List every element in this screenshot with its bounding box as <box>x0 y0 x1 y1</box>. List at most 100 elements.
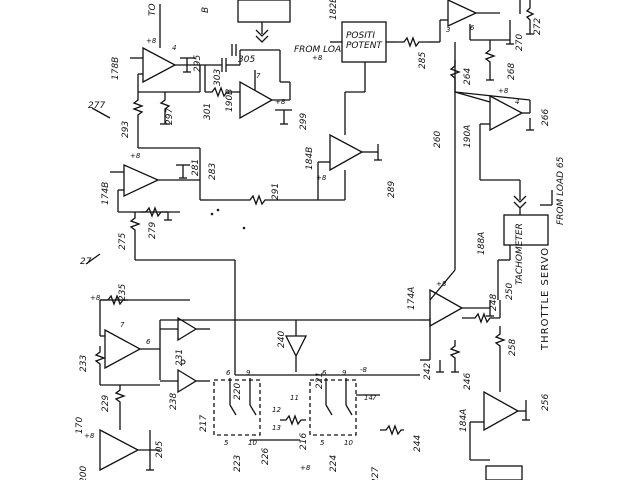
label-from-load-lower: FROM LOAD 65 <box>556 156 566 225</box>
pin-plus8-bl: +8 <box>84 432 95 440</box>
label-potent: POTENT <box>346 41 383 51</box>
buffer-238 <box>177 368 198 394</box>
pin-6-top: 6 <box>470 24 475 32</box>
label-289: 289 <box>387 181 397 198</box>
pin-7-190B: 7 <box>256 72 261 80</box>
label-305: 305 <box>238 55 255 65</box>
pin-9-s224: 9 <box>342 369 347 377</box>
label-248: 248 <box>489 294 499 311</box>
label-268: 268 <box>507 63 517 80</box>
amplifier-184B: 184B <box>305 133 364 172</box>
amplifier-190A: 190A <box>463 94 524 148</box>
pin-plus8-pot: +8 <box>312 54 323 62</box>
label-220: 220 <box>233 383 243 400</box>
label-235: 235 <box>118 284 128 301</box>
label-299: 299 <box>299 113 309 130</box>
label-27: 27 <box>80 257 92 267</box>
label-positi: POSITI <box>346 31 375 41</box>
amplifier-174B: 174B <box>101 164 160 205</box>
label-178B: 178B <box>111 57 121 80</box>
label-200: 200 <box>79 466 89 480</box>
label-244: 244 <box>413 435 423 452</box>
pin-10-s224: 10 <box>344 439 353 447</box>
pin-5-s223: 5 <box>224 439 229 447</box>
label-226: 226 <box>261 448 271 465</box>
label-301: 301 <box>203 103 213 120</box>
label-to: TO <box>148 3 158 16</box>
pin-plus8-226: +8 <box>300 464 311 472</box>
label-205: 205 <box>155 441 165 458</box>
potentiometer-block <box>341 21 387 63</box>
pin-11: 11 <box>290 394 299 402</box>
label-275: 275 <box>118 233 128 250</box>
amplifier-top-right <box>447 0 478 28</box>
label-174B: 174B <box>101 182 111 205</box>
label-285: 285 <box>418 52 428 69</box>
pin-13-a: 13 <box>272 424 281 432</box>
label-242: 242 <box>423 363 433 380</box>
block-bottom <box>485 465 523 480</box>
label-266: 266 <box>541 109 551 126</box>
label-229: 229 <box>101 395 111 412</box>
label-279: 279 <box>148 222 158 239</box>
label-277: 277 <box>88 101 105 111</box>
pin-7-s224: 7 <box>372 394 377 402</box>
label-260: 260 <box>433 131 443 148</box>
label-258: 258 <box>508 339 518 356</box>
pin-6-mid: 6 <box>146 338 151 346</box>
label-from-load-upper: FROM LOAD 6 <box>294 45 357 55</box>
label-240: 240 <box>277 331 287 348</box>
amplifier-bottom-left <box>99 428 140 472</box>
pin-12-a: 12 <box>272 406 281 414</box>
label-270: 270 <box>515 34 525 51</box>
label-throttle-servo: THROTTLE SERVO <box>540 247 551 351</box>
pin-3-top: 3 <box>446 26 450 34</box>
label-246: 246 <box>463 373 473 390</box>
label-190B: 190B <box>225 89 235 112</box>
label-174A: 174A <box>407 287 417 310</box>
label-264: 264 <box>463 68 473 85</box>
label-190A: 190A <box>463 125 473 148</box>
label-303: 303 <box>213 69 223 86</box>
pin-plus8-190B: +8 <box>275 98 286 106</box>
label-tachometer: TACHOMETER <box>515 223 525 285</box>
pin-14: 14 <box>364 394 373 402</box>
label-297: 297 <box>165 108 175 125</box>
label-233: 233 <box>79 355 89 372</box>
buffer-240 <box>284 335 308 358</box>
switch-223 <box>213 379 261 436</box>
label-170: 170 <box>75 417 85 434</box>
label-250: 250 <box>505 283 515 300</box>
label-224: 224 <box>329 455 339 472</box>
pin-plus8-235: +8 <box>90 294 101 302</box>
label-184A: 184A <box>459 409 469 432</box>
label-182B: 182B <box>329 0 339 20</box>
pin-plus8-178B: +8 <box>146 37 157 45</box>
label-256: 256 <box>541 394 551 411</box>
buffer-231 <box>177 316 198 342</box>
label-184B: 184B <box>305 147 315 170</box>
amplifier-184A: 184A <box>459 390 520 432</box>
pin-5-s224: 5 <box>320 439 325 447</box>
pin-plus8-184B: +8 <box>316 174 327 182</box>
pin-7-mid: 7 <box>120 321 125 329</box>
label-188A: 188A <box>477 232 487 255</box>
label-b: B <box>201 7 211 13</box>
label-283: 283 <box>208 163 218 180</box>
block-upper <box>237 0 291 23</box>
pin-plus8-190A: +8 <box>498 87 509 95</box>
label-272: 272 <box>533 18 543 35</box>
pin-6-s223: 6 <box>226 369 231 377</box>
amplifier-174A: 174A <box>407 287 464 328</box>
label-281: 281 <box>191 159 201 176</box>
pin-4-178B: 4 <box>172 44 176 52</box>
switch-224 <box>309 379 357 436</box>
pin-minus8-s224: -8 <box>360 366 368 374</box>
tachometer-block <box>503 214 549 246</box>
label-216: 216 <box>299 433 309 450</box>
amplifier-178B: 178B <box>111 46 177 84</box>
amplifier-190B: 190B <box>225 80 274 120</box>
label-223: 223 <box>233 455 243 472</box>
amplifier-mid-left <box>104 328 142 370</box>
